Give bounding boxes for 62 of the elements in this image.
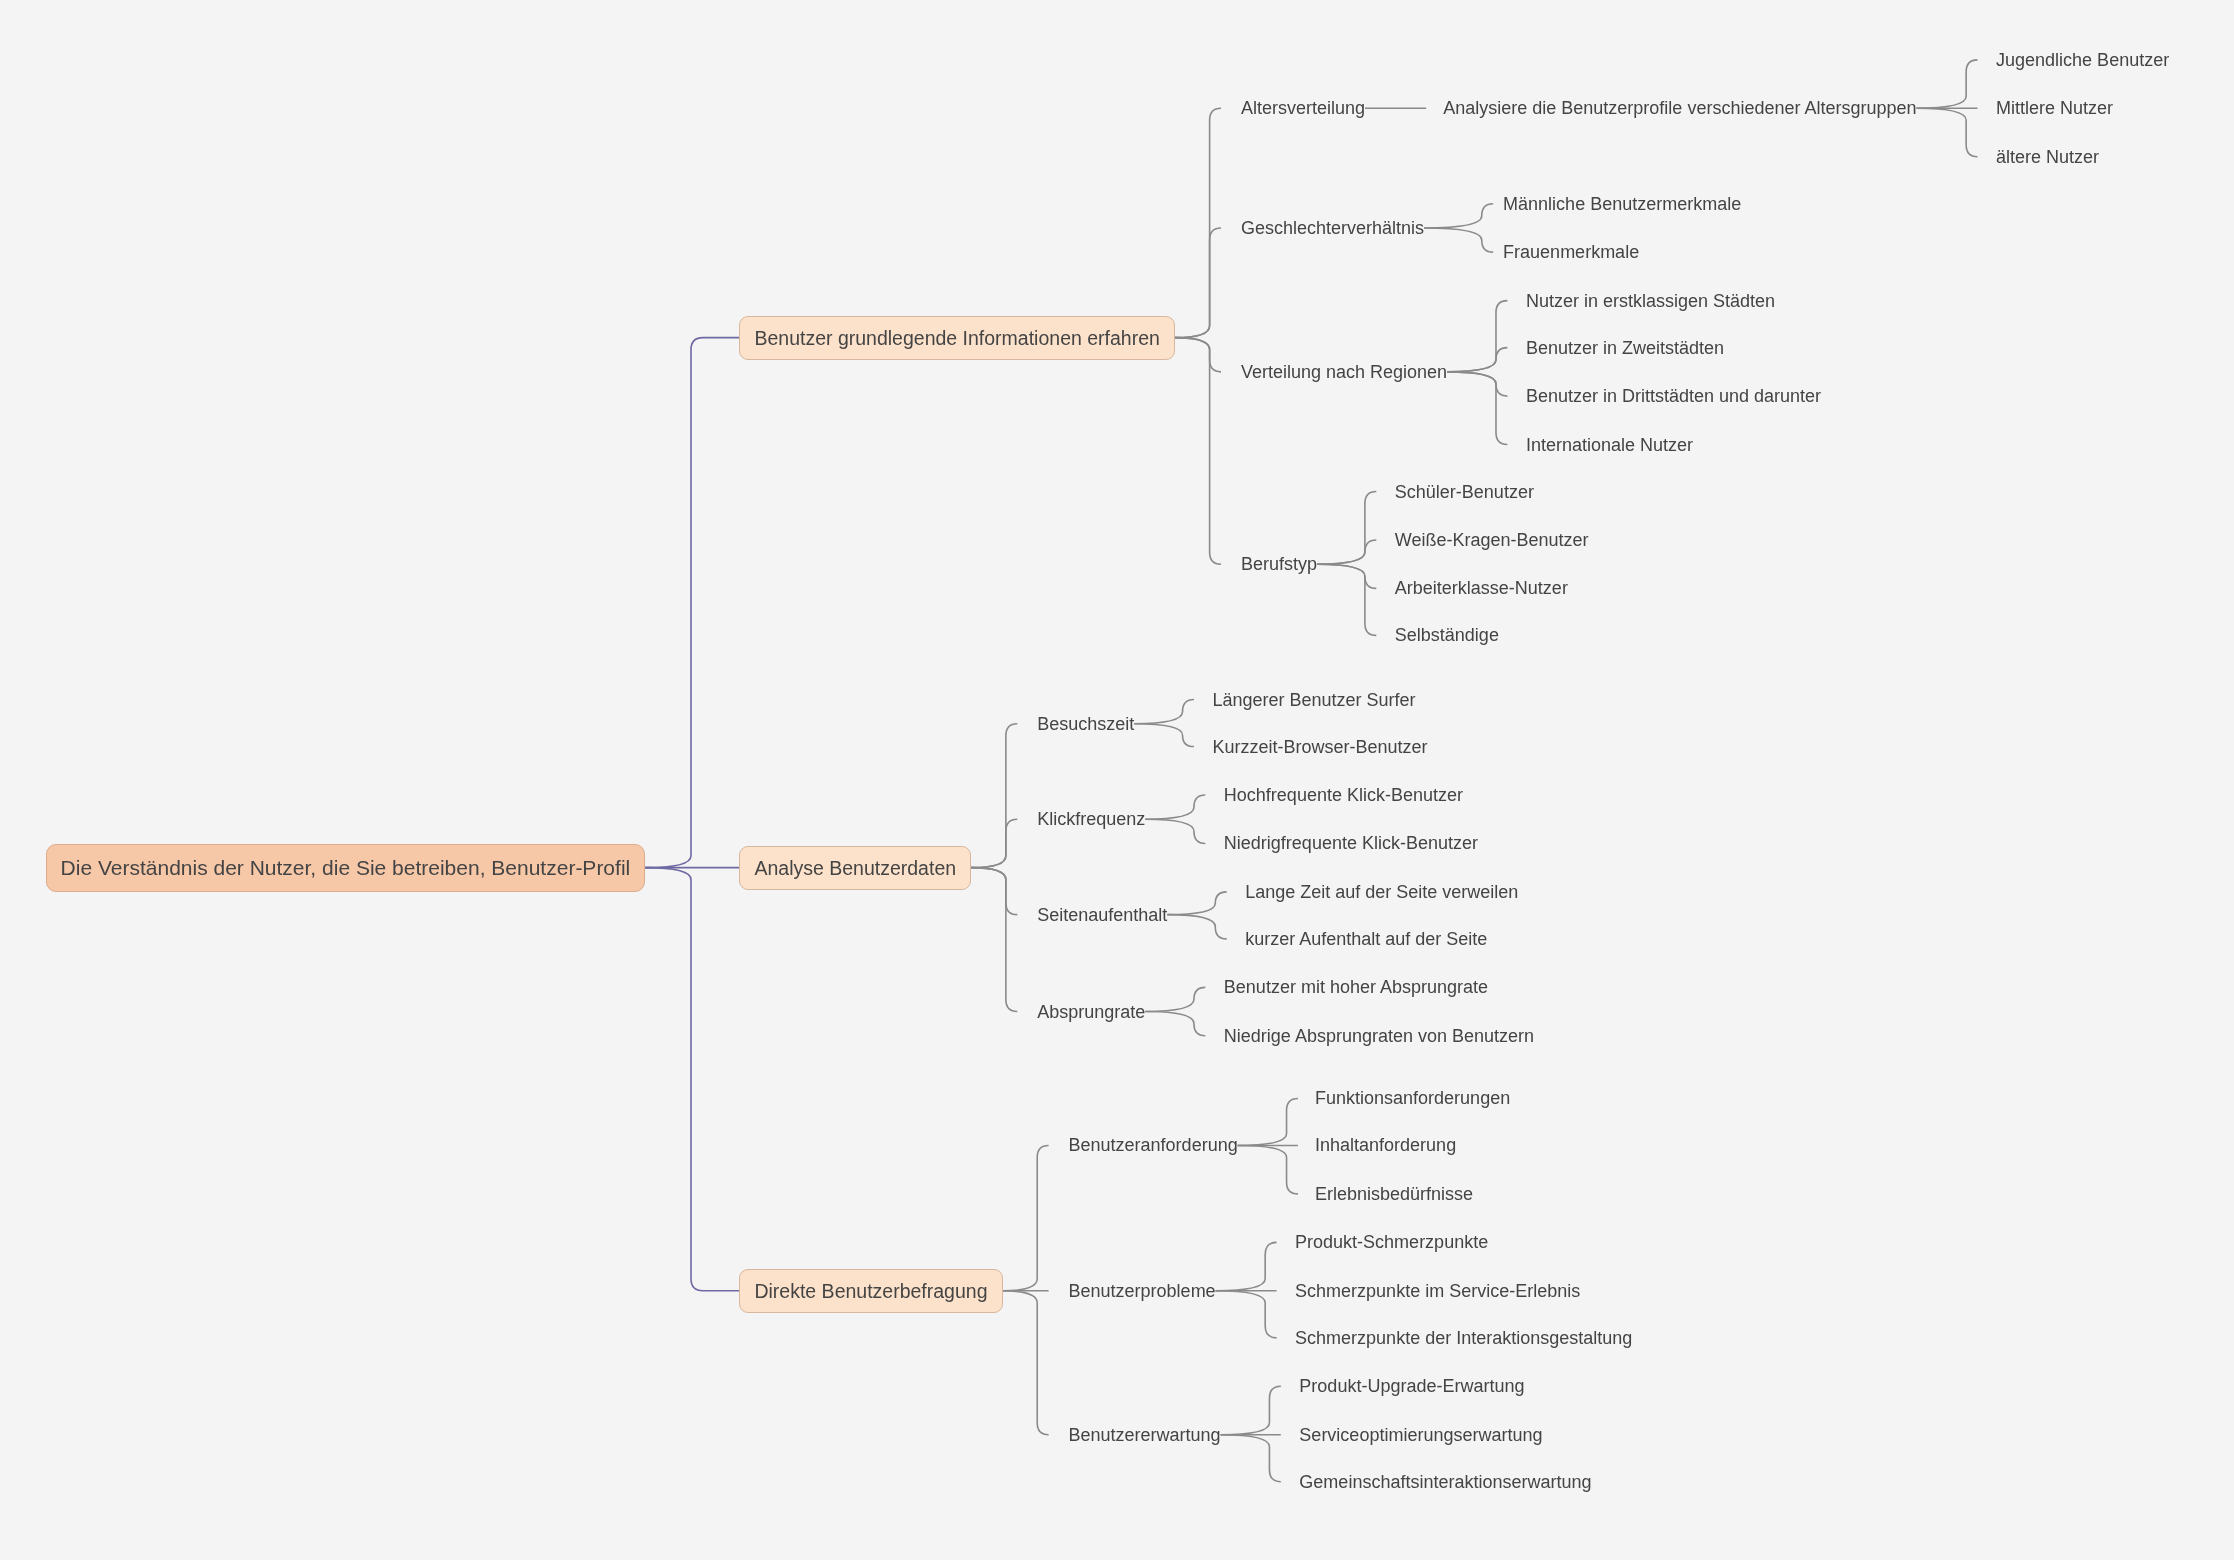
- topic-label: Benutzer mit hoher Absprungrate: [1205, 975, 1488, 1000]
- topic-label: Geschlechterverhältnis: [1221, 215, 1425, 240]
- topic-label: Benutzeranforderung: [1048, 1133, 1238, 1158]
- topic-label: Benutzer in Drittstädten und darunter: [1507, 384, 1822, 409]
- topic-box: Benutzer grundlegende Informationen erfahren: [739, 315, 1175, 360]
- topic-label: Inhaltanforderung: [1297, 1133, 1457, 1158]
- topic-label: Internationale Nutzer: [1507, 432, 1693, 457]
- connector-line: [1133, 722, 1195, 748]
- connector-line: [1364, 107, 1427, 110]
- topic-label: Produkt-Schmerzpunkte: [1276, 1230, 1489, 1255]
- connector-line: [1316, 563, 1378, 637]
- topic-label: Berufstyp: [1221, 552, 1317, 577]
- topic-label: Niedrige Absprungraten von Benutzern: [1205, 1023, 1535, 1048]
- connector-line: [1144, 818, 1207, 845]
- topic-label: Benutzererwartung: [1048, 1422, 1221, 1447]
- topic-label: Erlebnisbedürfnisse: [1297, 1181, 1474, 1206]
- topic-label: Klickfrequenz: [1017, 807, 1146, 832]
- connector-line: [1446, 371, 1509, 446]
- topic-label: Benutzer in Zweitstädten: [1507, 335, 1724, 360]
- topic-label: Altersverteilung: [1221, 96, 1365, 121]
- topic-label: Männliche Benutzermerkmale: [1493, 191, 1742, 216]
- topic-label: Hochfrequente Klick-Benutzer: [1205, 783, 1463, 807]
- topic-label: Verteilung nach Regionen: [1221, 359, 1448, 384]
- topic-label: Funktionsanforderungen: [1297, 1086, 1511, 1111]
- topic-label: Lange Zeit auf der Seite verweilen: [1226, 879, 1519, 904]
- topic-label: Serviceoptimierungserwartung: [1280, 1422, 1543, 1447]
- topic-label: Schmerzpunkte der Interaktionsgestaltung: [1276, 1325, 1633, 1350]
- connector-line: [1144, 1010, 1207, 1037]
- topic-label: Absprungrate: [1017, 999, 1146, 1024]
- topic-label: Benutzerprobleme: [1048, 1278, 1216, 1303]
- topic-label: Gemeinschaftsinteraktionserwartung: [1280, 1469, 1592, 1494]
- topic-label: Mittlere Nutzer: [1977, 96, 2114, 121]
- topic-label: Schüler-Benutzer: [1376, 479, 1534, 504]
- topic-box: Direkte Benutzerbefragung: [739, 1268, 1003, 1313]
- topic-label: Jugendliche Benutzer: [1977, 47, 2170, 72]
- connector-line: [1001, 1290, 1050, 1436]
- topic-box: Analyse Benutzerdaten: [739, 845, 972, 890]
- topic-label: Seitenaufenthalt: [1017, 902, 1168, 927]
- root-topic-box: Die Verständnis der Nutzer, die Sie betreiben, Benutzer-Profil: [45, 843, 646, 892]
- topic-label: Schmerzpunkte im Service-Erlebnis: [1276, 1278, 1581, 1303]
- connector-line: [1236, 1144, 1299, 1195]
- topic-label: Selbständige: [1376, 623, 1499, 648]
- topic-label: Weiße-Kragen-Benutzer: [1376, 527, 1589, 552]
- topic-label: Produkt-Upgrade-Erwartung: [1280, 1374, 1525, 1399]
- connector-line: [1423, 227, 1494, 253]
- connector-line: [1174, 336, 1222, 565]
- connector-line: [1915, 107, 1979, 158]
- topic-label: Nutzer in erstklassigen Städten: [1507, 288, 1776, 313]
- topic-label: Besuchszeit: [1017, 711, 1135, 736]
- topic-label: Längerer Benutzer Surfer: [1193, 687, 1416, 712]
- topic-label: kurzer Aufenthalt auf der Seite: [1226, 926, 1488, 951]
- topic-label: Frauenmerkmale: [1493, 240, 1640, 265]
- topic-label: Kurzzeit-Browser-Benutzer: [1193, 734, 1428, 759]
- topic-label: ältere Nutzer: [1977, 144, 2100, 169]
- connector-line: [644, 866, 741, 1292]
- topic-label: Niedrigfrequente Klick-Benutzer: [1205, 831, 1478, 856]
- connector-line: [1214, 1290, 1278, 1339]
- topic-label: Arbeiterklasse-Nutzer: [1376, 576, 1568, 601]
- topic-label: Analysiere die Benutzerprofile verschiedener Altersgruppen: [1426, 96, 1917, 121]
- connector-line: [1166, 913, 1228, 940]
- connector-line: [1219, 1433, 1282, 1483]
- connector-line: [970, 866, 1019, 1013]
